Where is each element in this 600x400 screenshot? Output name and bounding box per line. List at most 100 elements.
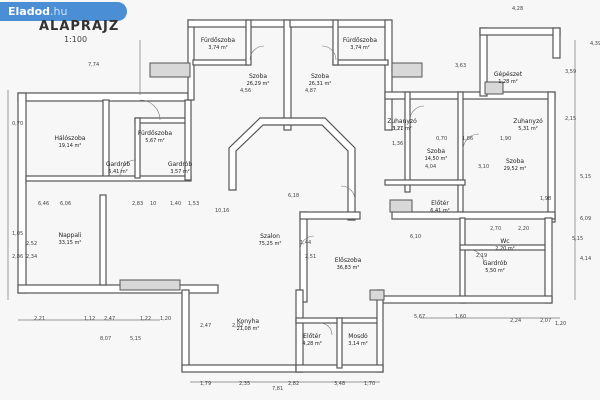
room-name: Gardrób bbox=[483, 260, 508, 267]
room-area: 2,20 m² bbox=[495, 246, 515, 252]
dimension-value: 3,59 bbox=[565, 69, 576, 75]
room-name: Szoba bbox=[311, 73, 329, 80]
room-name: Fürdőszoba bbox=[138, 130, 173, 137]
dimension-value: 1,20 bbox=[555, 321, 566, 327]
dimension-value: 6,10 bbox=[410, 234, 421, 240]
dimension-value: 1,40 bbox=[170, 201, 181, 207]
dimension-value: 6,18 bbox=[288, 193, 299, 199]
dimension-value: 4,28 bbox=[512, 6, 523, 12]
room-name: Zuhanyzó bbox=[387, 118, 417, 125]
dimension-value: 4,14 bbox=[580, 256, 591, 262]
dimension-value: 2,20 bbox=[518, 226, 529, 232]
dimension-value: 1,05 bbox=[12, 231, 23, 237]
dimension-value: 4,56 bbox=[240, 88, 251, 94]
dimension-value: 10 bbox=[150, 201, 156, 207]
dimension-value: 1,98 bbox=[540, 196, 551, 202]
room-name: Szoba bbox=[427, 148, 445, 155]
room-area: 3,74 m² bbox=[350, 45, 370, 51]
wall-blocks bbox=[119, 62, 504, 301]
room-area: 1,28 m² bbox=[498, 79, 518, 85]
dimension-value: 3,77 bbox=[392, 126, 403, 132]
room-area: 14,50 m² bbox=[425, 156, 448, 162]
dimension-value: 1,44 bbox=[300, 240, 311, 246]
room-area: 3,74 m² bbox=[208, 45, 228, 51]
room-name: Szalon bbox=[260, 233, 280, 240]
room-name: Gardrób bbox=[106, 161, 131, 168]
room-name: Gardrób bbox=[168, 161, 193, 168]
dimension-value: 8,07 bbox=[100, 336, 111, 342]
dimension-value: 2,34 bbox=[26, 254, 37, 260]
room-area: 36,83 m² bbox=[337, 265, 360, 271]
dimension-value: 4,87 bbox=[305, 88, 316, 94]
room-name: Gépészet bbox=[494, 71, 523, 78]
dimension-value: 0,70 bbox=[12, 121, 23, 127]
dimension-value: 1,70 bbox=[364, 381, 375, 387]
dimension-value: 1,86 bbox=[462, 136, 473, 142]
dimension-value: 5,67 bbox=[414, 314, 425, 320]
dimension-value: 7,81 bbox=[272, 386, 283, 392]
dimension-value: 3,63 bbox=[455, 63, 466, 69]
brand-name: Eladod bbox=[8, 5, 51, 18]
dimension-value: 2,35 bbox=[239, 381, 250, 387]
dimension-value: 1,12 bbox=[84, 316, 95, 322]
room-area: 19,14 m² bbox=[59, 143, 82, 149]
dimension-value: 1,53 bbox=[188, 201, 199, 207]
room-area: 6,41 m² bbox=[430, 208, 450, 214]
dimension-value: 2,70 bbox=[490, 226, 501, 232]
dimension-value: 4,39 bbox=[590, 41, 600, 47]
room-name: Előszoba bbox=[335, 257, 362, 264]
dimension-value: 2,51 bbox=[305, 254, 316, 260]
dimension-value: 6,09 bbox=[580, 216, 591, 222]
dimension-value: 6,06 bbox=[60, 201, 71, 207]
dimension-value: 1,90 bbox=[500, 136, 511, 142]
room-name: Fürdőszoba bbox=[201, 37, 236, 44]
room-area: 5,50 m² bbox=[485, 268, 505, 274]
room-name: Előtér bbox=[431, 200, 449, 207]
room-area: 33,15 m² bbox=[59, 240, 82, 246]
dimension-value: 2,15 bbox=[565, 116, 576, 122]
room-name: Előtér bbox=[303, 333, 321, 340]
room-area: 3,21 m² bbox=[392, 126, 412, 132]
dimension-value: 2,86 bbox=[12, 254, 23, 260]
dimension-value: 4,04 bbox=[425, 164, 436, 170]
dimension-value: 5,15 bbox=[580, 174, 591, 180]
dimension-value: 2,24 bbox=[510, 318, 521, 324]
brand-badge: Eladod.hu bbox=[0, 2, 127, 21]
room-name: Wc bbox=[500, 238, 509, 245]
dimension-value: 5,15 bbox=[130, 336, 141, 342]
room-name: Konyha bbox=[237, 318, 259, 325]
plan-title: ALAPRAJZ bbox=[39, 19, 120, 34]
plan-scale: 1:100 bbox=[64, 35, 88, 44]
room-area: 3,14 m² bbox=[348, 341, 368, 347]
room-wc: Wc2,20 m² bbox=[495, 238, 515, 252]
dimension-value: 1,79 bbox=[200, 381, 211, 387]
room-name: Szoba bbox=[506, 158, 524, 165]
room-name: Nappali bbox=[59, 232, 82, 239]
room-area: 5,67 m² bbox=[145, 138, 165, 144]
brand-tld: hu bbox=[53, 5, 68, 18]
room-area: 5,41 m² bbox=[108, 169, 128, 175]
dimension-value: 1,36 bbox=[392, 141, 403, 147]
room-name: Zuhanyzó bbox=[513, 118, 543, 125]
dimension-value: 6,46 bbox=[38, 201, 49, 207]
walls bbox=[17, 19, 561, 373]
dimension-value: 1,22 bbox=[140, 316, 151, 322]
door-swings bbox=[119, 45, 485, 336]
dimension-value: 2,02 bbox=[232, 323, 243, 329]
